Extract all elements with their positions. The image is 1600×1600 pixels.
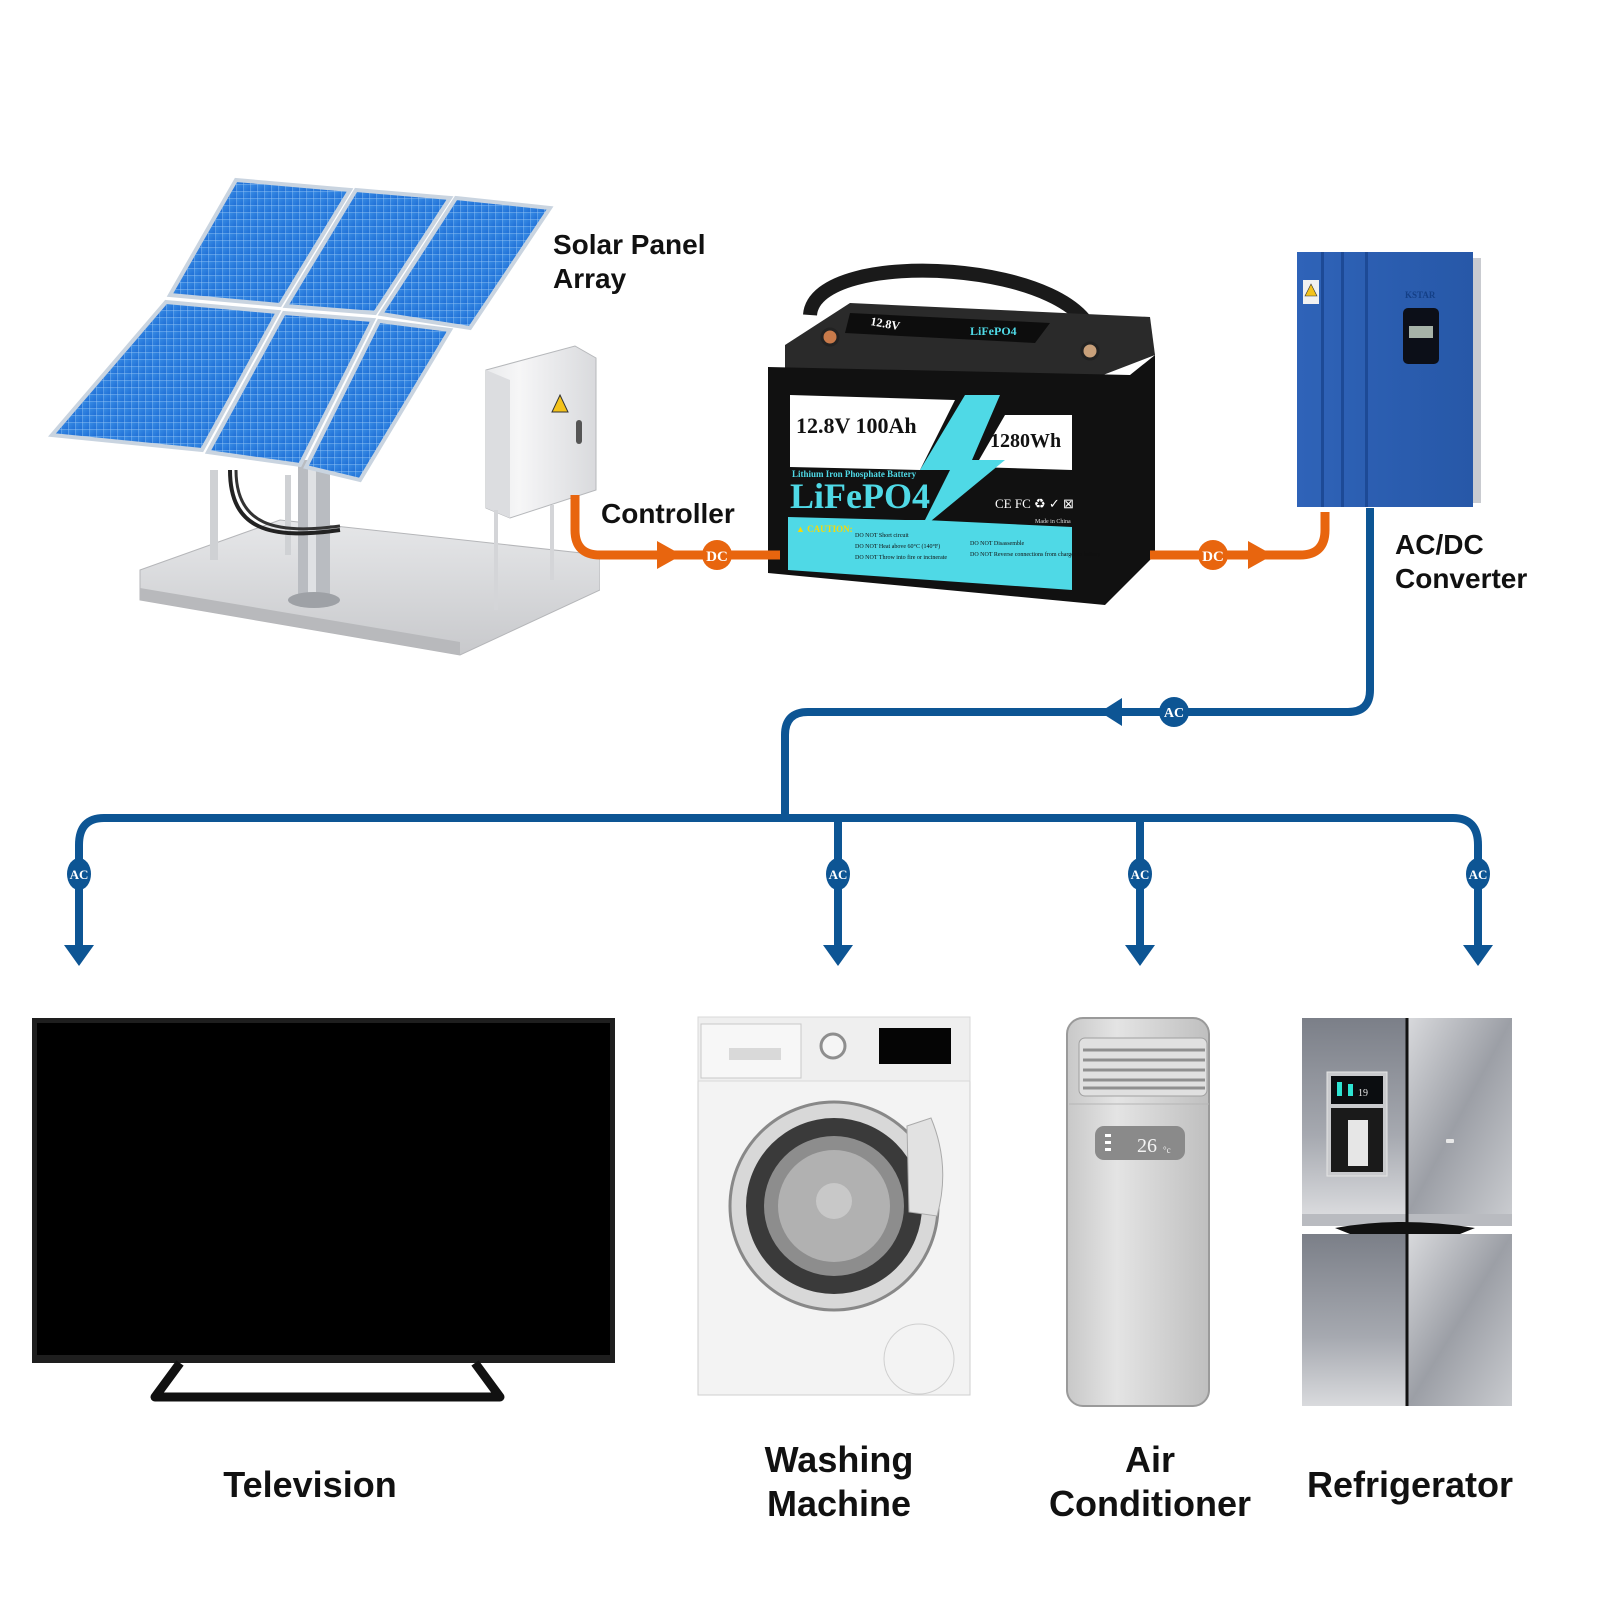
tv-stand xyxy=(150,1360,505,1402)
fridge-temperature: 19 xyxy=(1358,1088,1368,1099)
converter-label-line1: AC/DC xyxy=(1395,529,1484,560)
ac-badge-fridge-text: AC xyxy=(1469,867,1488,882)
ac-badge-main: AC xyxy=(1159,697,1189,727)
certification-icons: CE FC ♻ ✓ ⊠ xyxy=(995,496,1074,511)
converter-brand: KSTAR xyxy=(1405,290,1436,300)
washing-machine xyxy=(697,1016,971,1396)
warning-sticker-icon xyxy=(551,393,569,413)
ac-display xyxy=(1095,1126,1185,1160)
solar-panels xyxy=(47,177,554,483)
lightning-bolt-icon xyxy=(920,395,1005,530)
ac-arrow-washer xyxy=(823,945,853,966)
dc-wire-controller-battery xyxy=(570,495,780,560)
battery-energy: 1280Wh xyxy=(990,430,1061,452)
ac-badge-tv-text: AC xyxy=(70,867,89,882)
tv-screen xyxy=(37,1023,610,1355)
caution-right-2: DO NOT Reverse connections from charger … xyxy=(970,551,1100,558)
solar-label-line1: Solar Panel xyxy=(553,229,706,260)
caution-right-1: DO NOT Disassemble xyxy=(970,541,1025,547)
negative-terminal xyxy=(820,327,840,347)
washer-display xyxy=(879,1028,951,1064)
ac-badge-main-text: AC xyxy=(1164,706,1184,721)
ac-arrow-tv xyxy=(64,945,94,966)
caution-left-1: DO NOT Short circuit xyxy=(855,533,909,539)
ac-badge-fridge: AC xyxy=(1466,858,1490,890)
air-conditioner-label-line1: Air xyxy=(1124,1439,1175,1480)
washing-machine-label-line1: Washing xyxy=(764,1439,914,1480)
refrigerator: 19 xyxy=(1302,1018,1512,1406)
ac-dc-converter: KSTAR xyxy=(1297,252,1481,507)
dc-arrow-1 xyxy=(657,541,682,569)
battery-chemistry: LiFePO4 xyxy=(790,476,930,516)
caution-left-3: DO NOT Throw into fire or incinerate xyxy=(855,554,947,561)
refrigerator-label-line1: Refrigerator xyxy=(1306,1464,1514,1505)
controller-label: Controller xyxy=(601,498,735,529)
battery-spec: 12.8V 100Ah xyxy=(796,413,917,438)
dc-badge-2-text: DC xyxy=(1202,549,1224,565)
battery-subtitle: Lithium Iron Phosphate Battery xyxy=(792,469,917,479)
washing-machine-label: Washing Machine xyxy=(689,1438,989,1526)
refrigerator-label: Refrigerator xyxy=(1260,1463,1560,1507)
dc-badge-1: DC xyxy=(702,540,732,570)
battery-top-voltage: 12.8V xyxy=(869,314,901,333)
television-label: Television xyxy=(160,1463,460,1507)
dc-badge-1-text: DC xyxy=(706,549,728,565)
filter-cover xyxy=(883,1323,955,1395)
ac-badge-tv: AC xyxy=(67,858,91,890)
battery-origin: Made in China xyxy=(1035,519,1071,525)
solar-panel-array xyxy=(47,177,600,656)
ac-temperature: 26 xyxy=(1137,1135,1157,1157)
ac-badge-aircon-text: AC xyxy=(1131,867,1150,882)
caution-title: ▲ CAUTION: xyxy=(796,524,853,534)
dc-wire-battery-converter xyxy=(1150,512,1330,560)
controller-box xyxy=(485,345,597,610)
solar-label-line2: Array xyxy=(553,263,627,295)
battery-top-chem: LiFePO4 xyxy=(970,324,1017,338)
washing-machine-label-line2: Machine xyxy=(766,1482,912,1524)
ac-arrow-main xyxy=(1100,698,1122,726)
ac-badge-washer-text: AC xyxy=(829,867,848,882)
ac-badge-aircon: AC xyxy=(1128,858,1152,890)
ac-temp-unit: °c xyxy=(1163,1145,1171,1155)
air-conditioner-label-line2: Conditioner xyxy=(1049,1482,1251,1524)
dc-arrow-2 xyxy=(1248,541,1273,569)
dc-badge-2: DC xyxy=(1198,540,1228,570)
television-label-line1: Television xyxy=(223,1464,397,1505)
converter-label-line2: Converter xyxy=(1395,563,1528,595)
lifepo4-battery: 12.8V LiFePO4 12.8V 100Ah 1280Wh Lithium… xyxy=(768,263,1155,605)
ac-badge-washer: AC xyxy=(826,858,850,890)
solar-panel-label: Solar Panel Array xyxy=(553,228,706,296)
ac-bus xyxy=(75,814,1482,950)
positive-terminal xyxy=(1080,341,1100,361)
converter-label: AC/DC Converter xyxy=(1395,528,1527,596)
air-conditioner: 26 °c xyxy=(1066,1017,1210,1407)
caution-left-2: DO NOT Heat above 60°C (140°F) xyxy=(855,543,940,550)
ac-wire-converter-bus xyxy=(781,508,1374,818)
ac-arrow-fridge xyxy=(1463,945,1493,966)
program-dial xyxy=(819,1032,847,1060)
ac-arrow-aircon xyxy=(1125,945,1155,966)
television xyxy=(32,1018,615,1402)
air-conditioner-label: Air Conditioner xyxy=(1000,1438,1300,1526)
